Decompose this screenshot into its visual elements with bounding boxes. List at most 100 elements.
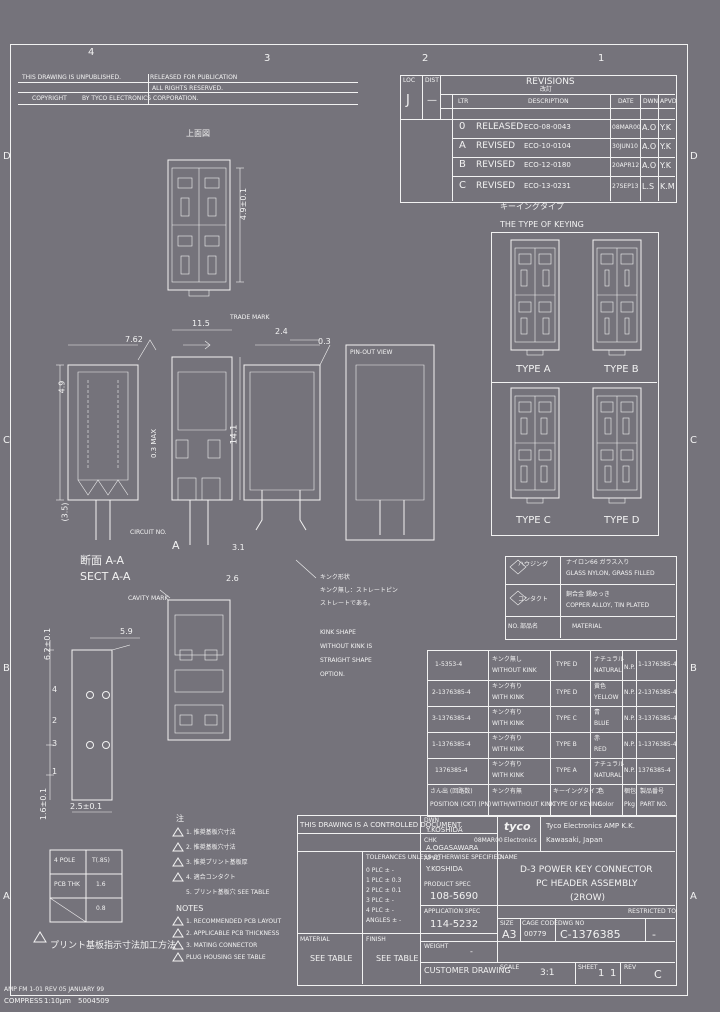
pcb-table-r2c1: PCB THK	[54, 881, 80, 888]
part-4-pkg: N.P.	[624, 767, 635, 774]
material-name-header: 部品名	[520, 623, 539, 630]
rev-row-1-apvd: Y.K	[660, 142, 672, 151]
rev-row-0-ltr: 0	[459, 121, 466, 132]
material-no-header: NO.	[508, 623, 519, 630]
part-2-color: BLUE	[594, 720, 610, 727]
grid-row-d-right: D	[690, 151, 698, 162]
size-value: A3	[502, 928, 517, 941]
part-4-type: TYPE A	[556, 767, 577, 774]
straight-shape: STRAIGHT SHAPE	[320, 657, 372, 664]
rev-row-1-dwn: A.O	[642, 142, 657, 151]
dim-6-2: 6.2±0.1	[43, 627, 53, 661]
keying-title-jp: キーイングタイプ	[500, 202, 564, 211]
notes-title-jp: 注	[176, 814, 184, 823]
grid-row-b-left: B	[3, 663, 10, 674]
kink-shape: KINK SHAPE	[320, 629, 356, 636]
rev-row-3-date: 27SEP13	[612, 183, 639, 190]
product-paren: (2ROW)	[570, 893, 605, 903]
cage-value: 00779	[524, 930, 547, 938]
apvd-label: APVD	[424, 855, 441, 862]
rev-row-3-apvd: K.M	[660, 182, 675, 191]
material-value: SEE TABLE	[310, 954, 353, 963]
part-3-color: RED	[594, 746, 607, 753]
keying-type-d: TYPE D	[604, 515, 640, 526]
dim-0-3-max: 0.3 MAX	[149, 429, 158, 458]
dim-14-1: 14.1	[229, 424, 240, 445]
section-label: SECT A-A	[80, 570, 131, 583]
part-1-pn: 2-1376385-4	[432, 689, 471, 696]
keying-box	[491, 232, 659, 536]
parts-header-kink-jp: キンク有無	[492, 788, 522, 795]
keying-title: THE TYPE OF KEYING	[500, 220, 584, 229]
dim-2-4: 2.4	[275, 327, 288, 336]
rev-dist-label: DIST	[425, 77, 439, 84]
rev-row-2-date: 20APR12	[612, 162, 640, 169]
grid-row-b-right: B	[690, 663, 697, 674]
rev-col-date: DATE	[618, 98, 634, 105]
appl-spec: 114-5232	[430, 919, 479, 930]
part-0-color: NATURAL	[594, 667, 622, 674]
footer-code: 5004509	[78, 997, 110, 1005]
finish-label: FINISH	[366, 936, 386, 943]
rev-row-3-dwn: L.S	[642, 182, 655, 191]
parts-header-color-jp: 色	[598, 788, 605, 795]
part-1-part: 2-1376385-4	[638, 689, 677, 696]
tyco-logo-sub: Electronics	[504, 837, 537, 844]
rev-row-0-dwn: A.O	[642, 123, 657, 132]
released-note: RELEASED FOR PUBLICATION	[150, 74, 238, 81]
note-jp-3: 3. 推奨プリント基板厚	[186, 859, 248, 866]
keying-type-b: TYPE B	[604, 364, 639, 375]
circuit-no-label: CIRCUIT NO.	[130, 529, 167, 536]
part-2-with: WITH KINK	[492, 720, 524, 727]
material-2-desc: ナイロン66 ガラス入り	[566, 559, 630, 566]
material-material-header: MATERIAL	[572, 623, 602, 630]
notes-title: NOTES	[176, 904, 204, 913]
part-4-color2: ナチュラル	[594, 761, 625, 768]
name-label: NAME	[500, 854, 518, 861]
grid-col-1: 1	[598, 53, 605, 64]
grid-row-c-right: C	[690, 435, 697, 446]
size-label: SIZE	[500, 920, 514, 927]
part-3-with: WITH KINK	[492, 746, 524, 753]
drawing-border	[10, 44, 688, 996]
dim-3-1: 3.1	[232, 543, 245, 552]
dim-4-9: 4.9	[57, 380, 67, 394]
rev-col-desc: DESCRIPTION	[528, 98, 569, 105]
trade-mark-label: TRADE MARK	[230, 314, 270, 321]
kink-note-1: キンク無し：ストレートピン	[320, 587, 398, 594]
pcb-table-r2c2: 1.6	[96, 881, 106, 888]
grid-row-c-left: C	[3, 435, 10, 446]
note-en-4: PLUG HOUSING SEE TABLE	[186, 954, 266, 961]
rev-row-0-date: 08MAR00	[612, 124, 641, 131]
material-2-spec: GLASS NYLON, GRASS FILLED	[566, 570, 655, 577]
part-4-kink: キンク有り	[492, 761, 522, 768]
appl-spec-label: APPLICATION SPEC	[424, 908, 481, 915]
dim-7-62: 7.62	[125, 335, 143, 344]
part-2-type: TYPE C	[556, 715, 577, 722]
grid-row-a-right: A	[690, 891, 697, 902]
rev-row-1-date: 30JUN10	[612, 143, 638, 150]
keying-type-a: TYPE A	[516, 364, 551, 375]
section-label-jp: 断面 A-A	[80, 554, 125, 567]
rev-row-0-eco: ECO-08-0043	[524, 123, 571, 131]
finish-value: SEE TABLE	[376, 954, 419, 963]
revisions-title-jp: 改訂	[540, 86, 553, 93]
weight-label: WEIGHT	[424, 943, 449, 950]
product-name: D-3 POWER KEY CONNECTOR	[520, 865, 653, 875]
parts-header-keying: TYPE OF KEYING	[553, 801, 603, 808]
rev-dist-value: —	[427, 95, 437, 106]
part-3-part: 1-1376385-4	[638, 741, 677, 748]
part-1-kink: キンク有り	[492, 683, 522, 690]
revisions-table	[400, 75, 677, 203]
sheet-of: 1	[610, 968, 617, 979]
parts-header-part-jp: 製品番号	[640, 788, 665, 795]
parts-header-pkg: Pkg	[624, 801, 635, 808]
part-2-pn: 3-1376385-4	[432, 715, 471, 722]
material-1-jp: コンタクト	[518, 596, 549, 603]
rev-row-1-ltr: A	[459, 140, 466, 151]
cage-label: CAGE CODE	[522, 920, 558, 927]
controlled-doc: THIS DRAWING IS A CONTROLLED DOCUMENT.	[300, 821, 463, 829]
material-1-spec: COPPER ALLOY, TIN PLATED	[566, 602, 650, 609]
rev-row-2-dwn: A.O	[642, 161, 657, 170]
part-2-pkg: N.P.	[624, 715, 635, 722]
